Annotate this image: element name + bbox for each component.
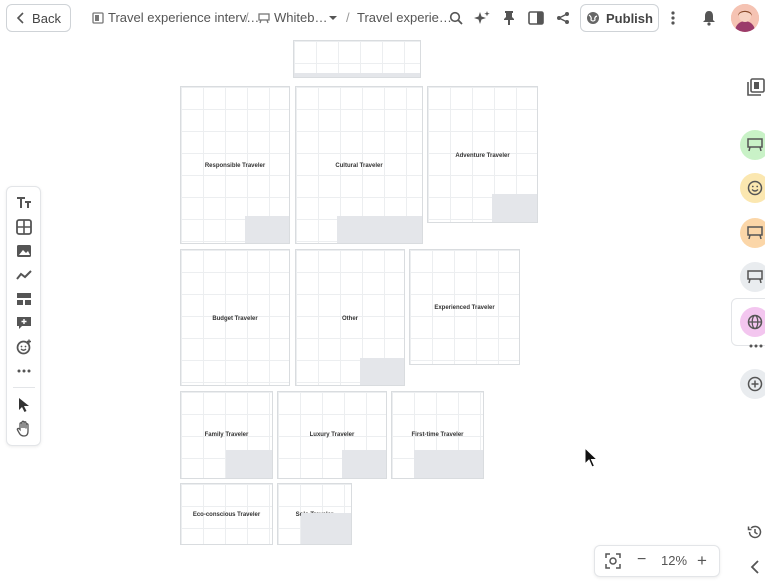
search-icon[interactable]	[447, 9, 465, 27]
frame-label: Experienced Traveler	[434, 305, 495, 311]
whiteboard-canvas[interactable]: Responsible Traveler Cultural Traveler A…	[0, 40, 765, 581]
frame-budget-traveler[interactable]: Budget Traveler	[180, 249, 290, 386]
frame-label: Other	[341, 316, 358, 322]
table-tool-icon[interactable]	[15, 218, 33, 236]
whiteboard-shortcut-icon[interactable]	[740, 262, 765, 292]
chevron-left-icon	[16, 12, 24, 24]
image-tool-icon[interactable]	[15, 242, 33, 260]
add-icon[interactable]	[740, 369, 765, 399]
frame-label: Luxury Traveler	[309, 432, 355, 438]
caret-down-icon[interactable]	[324, 9, 342, 27]
history-icon[interactable]	[741, 518, 765, 546]
comment-tool-icon[interactable]	[15, 314, 33, 332]
frame-responsible-traveler[interactable]: Responsible Traveler	[180, 86, 290, 244]
select-pointer-icon[interactable]	[15, 396, 33, 414]
frame-luxury-traveler[interactable]: Luxury Traveler	[277, 391, 387, 479]
frame-label: Adventure Traveler	[455, 153, 510, 159]
mouse-cursor-icon	[584, 447, 598, 468]
frame-eco-conscious-traveler[interactable]: Eco-conscious Traveler	[180, 483, 273, 545]
layout-tool-icon[interactable]	[15, 290, 33, 308]
whiteboard-icon	[258, 12, 270, 23]
emoji-reaction-icon[interactable]	[740, 173, 765, 203]
globe-icon	[587, 12, 600, 24]
emoji-tool-icon[interactable]	[15, 338, 33, 356]
whiteboard-shortcut-icon[interactable]	[740, 218, 765, 248]
more-horizontal-icon[interactable]	[741, 340, 765, 352]
zoom-out-button[interactable]: −	[637, 551, 647, 568]
hand-pan-icon[interactable]	[15, 420, 33, 438]
more-vertical-icon[interactable]	[664, 9, 682, 27]
frame-other[interactable]: Other	[295, 249, 405, 386]
panel-layout-icon[interactable]	[527, 9, 545, 27]
frame-first-time-traveler[interactable]: First-time Traveler	[391, 391, 484, 479]
breadcrumb-whiteboard[interactable]: Whiteb…	[258, 10, 327, 25]
fit-to-screen-icon[interactable]	[605, 553, 621, 574]
globe-icon[interactable]	[740, 307, 765, 337]
zoom-control: − 12% +	[594, 545, 720, 577]
top-bar: Back Travel experience interv… / Whiteb……	[0, 0, 765, 36]
bell-icon[interactable]	[700, 9, 718, 27]
breadcrumb-separator: /	[245, 10, 249, 25]
back-button[interactable]: Back	[6, 4, 71, 32]
breadcrumb-separator: /	[346, 10, 350, 25]
toolbar-divider	[13, 387, 35, 388]
breadcrumb-project[interactable]: Travel experience interv…	[92, 10, 259, 25]
frame-solo-traveler[interactable]: Solo Traveler	[277, 483, 352, 545]
frame-label: Budget Traveler	[212, 316, 258, 322]
text-tool-icon[interactable]	[15, 194, 33, 212]
frame-cultural-traveler[interactable]: Cultural Traveler	[295, 86, 423, 244]
frame-label: First-time Traveler	[411, 432, 464, 438]
pages-icon[interactable]	[741, 72, 765, 102]
publish-button[interactable]: Publish	[580, 4, 659, 32]
more-horizontal-icon[interactable]	[15, 362, 33, 380]
frame-label: Family Traveler	[204, 432, 249, 438]
left-toolbar	[6, 186, 41, 446]
frame-label: Eco-conscious Traveler	[192, 512, 261, 518]
pin-icon[interactable]	[500, 9, 518, 27]
zoom-level: 12%	[661, 553, 688, 568]
back-label: Back	[32, 10, 61, 26]
avatar[interactable]	[731, 4, 759, 32]
ai-sparkle-icon[interactable]	[473, 9, 491, 27]
frame-adventure-traveler[interactable]: Adventure Traveler	[427, 86, 538, 223]
line-tool-icon[interactable]	[15, 266, 33, 284]
whiteboard-shortcut-icon[interactable]	[740, 130, 765, 160]
frame-partial[interactable]	[293, 40, 421, 78]
zoom-in-button[interactable]: +	[697, 551, 707, 570]
frame-family-traveler[interactable]: Family Traveler	[180, 391, 273, 479]
frame-label: Responsible Traveler	[204, 163, 266, 169]
breadcrumb-current[interactable]: Travel experie…	[357, 10, 452, 25]
frame-experienced-traveler[interactable]: Experienced Traveler	[409, 249, 520, 365]
share-icon[interactable]	[554, 9, 572, 27]
board-icon	[92, 11, 104, 24]
frame-label: Cultural Traveler	[335, 163, 383, 169]
chevron-left-icon[interactable]	[745, 554, 765, 580]
